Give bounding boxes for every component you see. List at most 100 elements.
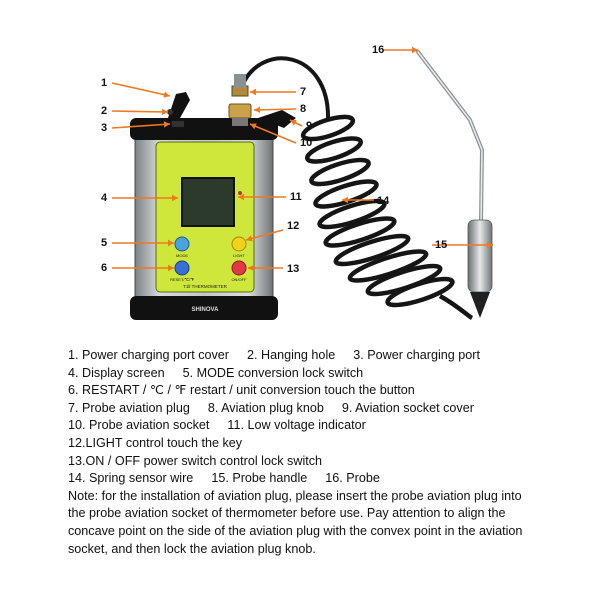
legend-item: 4. Display screen [68, 365, 165, 380]
legend-row: 13.ON / OFF power switch control lock sw… [68, 453, 538, 471]
wire-coil [347, 249, 429, 283]
callout-16: 16 [372, 44, 384, 56]
legend-row: 1. Power charging port cover 2. Hanging h… [68, 347, 538, 365]
callout-9: 9 [306, 120, 312, 132]
legend-row: 4. Display screen 5. MODE conversion lock… [68, 365, 538, 383]
callout-arrow [111, 82, 171, 97]
callout-arrowhead [168, 239, 174, 247]
aviation-plug-knob [228, 103, 252, 119]
legend-row: 14. Spring sensor wire 15. Probe handle 16… [68, 470, 538, 488]
callout-arrowhead [250, 123, 257, 130]
legend-item: 9. Aviation socket cover [341, 400, 474, 415]
callout-1: 1 [101, 77, 107, 89]
legend: 1. Power charging port cover 2. Hanging h… [68, 347, 538, 558]
wire-coil [385, 276, 455, 308]
callout-arrowhead [161, 108, 168, 116]
callout-arrow [111, 123, 171, 129]
callout-13: 13 [287, 263, 299, 275]
callout-6: 6 [101, 262, 107, 274]
legend-item: 11. Low voltage indicator [227, 418, 366, 433]
onoff-button[interactable] [231, 260, 247, 276]
power-charging-port [172, 121, 184, 127]
callout-arrowhead [342, 196, 348, 204]
callout-arrowhead [246, 235, 253, 242]
legend-row: 7. Probe aviation plug 8. Aviation plug k… [68, 400, 538, 418]
callout-arrowhead [254, 106, 261, 114]
restart-unit-button[interactable] [174, 260, 190, 276]
callout-arrowhead [412, 46, 418, 54]
legend-row: 6. RESTART / ℃ / ℉ restart / unit conver… [68, 382, 538, 400]
callout-5: 5 [101, 237, 107, 249]
callout-arrowhead [238, 193, 244, 201]
model-label: T1ll THERMOMETER [183, 284, 227, 289]
callout-arrows [111, 46, 493, 272]
legend-item: 8. Aviation plug knob [207, 400, 324, 415]
wire-coil [333, 233, 411, 267]
callout-arrowhead [290, 119, 297, 126]
legend-row: 10. Probe aviation socket 11. Low voltage… [68, 417, 538, 435]
callout-arrowhead [172, 194, 178, 202]
callout-arrowhead [248, 264, 254, 272]
legend-item: 5. MODE conversion lock switch [182, 365, 364, 380]
probe [416, 50, 485, 224]
wire-coil [305, 136, 363, 164]
display-screen [181, 177, 235, 227]
callout-11: 11 [290, 191, 302, 203]
probe-aviation-socket [232, 118, 248, 126]
callout-4: 4 [101, 192, 108, 204]
callout-arrowhead [163, 91, 170, 98]
callout-arrowhead [250, 88, 256, 96]
callout-arrowhead [168, 264, 174, 272]
onoff-button-label: ON/OFF [231, 277, 247, 282]
wire-tail [438, 294, 474, 321]
callout-labels: 1 2 3 4 5 6 7 8 9 10 11 12 13 14 15 16 [101, 44, 447, 275]
legend-item: 6. RESTART / ℃ / ℉ restart / unit conver… [68, 383, 415, 398]
thermometer-diagram: MODE LIGHT RESET/℃/℉ ON/OFF T1ll THERMOM… [101, 44, 493, 321]
probe-aviation-plug [231, 74, 249, 97]
callout-arrowhead [487, 241, 493, 249]
legend-item: 12.LIGHT control touch the key [68, 435, 243, 450]
wire-coil [309, 157, 371, 187]
wire-coil [313, 179, 379, 209]
legend-item: 14. Spring sensor wire [68, 471, 194, 486]
callout-arrow [249, 123, 297, 144]
legend-item: 10. Probe aviation socket [68, 418, 210, 433]
legend-item: 7. Probe aviation plug [68, 400, 190, 415]
callout-2: 2 [101, 105, 107, 117]
callout-15: 15 [435, 239, 447, 251]
callout-7: 7 [300, 86, 306, 98]
legend-item: 2. Hanging hole [247, 348, 336, 362]
callout-arrow [253, 108, 297, 111]
callout-arrow [111, 110, 169, 113]
callout-3: 3 [101, 122, 107, 134]
legend-item: 13.ON / OFF power switch control lock sw… [68, 453, 323, 468]
power-charging-port-cover [168, 92, 190, 118]
light-button[interactable] [231, 236, 247, 252]
hanging-hole [167, 109, 173, 115]
wire-coil [323, 216, 397, 248]
legend-item: 16. Probe [325, 471, 380, 486]
low-voltage-indicator [238, 191, 242, 195]
mode-button[interactable] [174, 236, 190, 252]
restart-button-label: RESET/℃/℉ [170, 277, 194, 282]
callout-8: 8 [300, 103, 306, 115]
legend-item: 15. Probe handle [211, 471, 308, 486]
probe-handle [467, 219, 493, 318]
thermometer-body: MODE LIGHT RESET/℃/℉ ON/OFF T1ll THERMOM… [130, 118, 278, 320]
callout-10: 10 [300, 137, 312, 149]
wire-coil [300, 114, 356, 142]
callout-12: 12 [287, 220, 299, 232]
callout-14: 14 [377, 195, 390, 207]
wire-coil [317, 198, 387, 230]
installation-note: Note: for the installation of aviation p… [68, 488, 523, 556]
spring-sensor-wire [239, 56, 474, 321]
legend-item: 3. Power charging port [353, 348, 480, 362]
light-button-label: LIGHT [233, 253, 245, 258]
legend-row: 12.LIGHT control touch the key [68, 435, 538, 453]
callout-arrow [245, 229, 284, 241]
mode-button-label: MODE [176, 253, 188, 258]
callout-arrowhead [163, 121, 170, 128]
legend-item: 1. Power charging port cover [68, 348, 230, 362]
aviation-socket-cover [258, 110, 296, 128]
brand-label: SHINOVA [192, 307, 220, 313]
